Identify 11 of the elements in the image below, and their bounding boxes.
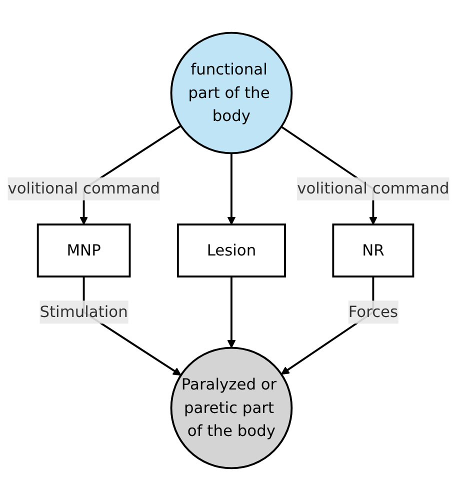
node-circle: functional part of the body bbox=[170, 32, 293, 154]
node-box: Lesion bbox=[176, 224, 286, 278]
arrow bbox=[227, 276, 236, 348]
arrow bbox=[227, 153, 236, 225]
edge-label: volitional command bbox=[297, 179, 450, 198]
edge-label: Forces bbox=[348, 302, 398, 321]
node-box: MNP bbox=[36, 224, 131, 278]
node-box: NR bbox=[332, 224, 414, 278]
node-circle: Paralyzed or paretic part of the body bbox=[170, 346, 293, 470]
edge-label: Stimulation bbox=[40, 302, 128, 321]
edge-label: volitional command bbox=[8, 179, 160, 198]
